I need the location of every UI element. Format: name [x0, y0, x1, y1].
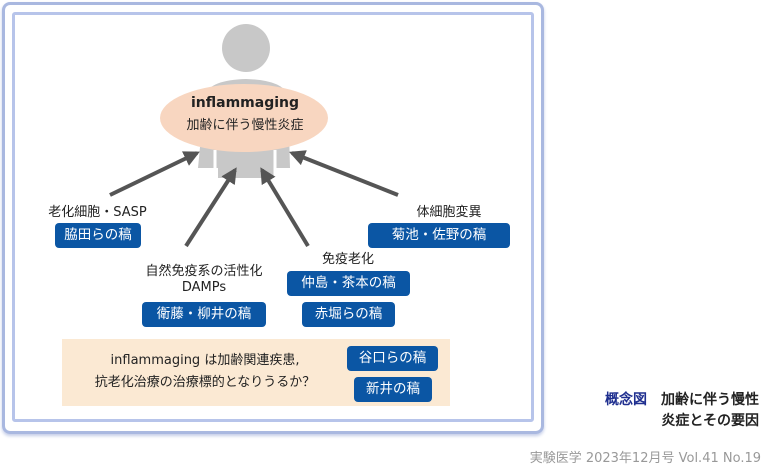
- note-line: inflammaging は加齢関連疾患,: [110, 353, 300, 368]
- footer-citation: 実験医学 2023年12月号 Vol.41 No.19: [529, 451, 761, 466]
- note-text: inflammaging は加齢関連疾患, 抗老化治療の治療標的となりうるか？: [64, 350, 346, 394]
- ref-tag: 菊池・佐野の稿: [368, 223, 510, 248]
- ref-tag: 脇田らの稿: [55, 223, 141, 248]
- ref-tag: 赤堀らの稿: [302, 302, 395, 327]
- factor-label: 老化細胞・SASP: [48, 205, 147, 220]
- center-subtitle: 加齢に伴う慢性炎症: [186, 118, 304, 133]
- person-head: [222, 24, 270, 72]
- ref-tag: 衛藤・柳井の稿: [142, 302, 266, 327]
- note-line: 抗老化治療の治療標的となりうるか？: [94, 375, 316, 390]
- caption-prefix: 概念図: [605, 392, 647, 408]
- arrow-innate: [184, 167, 237, 248]
- center-title: inflammaging: [190, 95, 300, 111]
- center-ellipse: [160, 84, 328, 152]
- caption-text: 加齢に伴う慢性: [661, 392, 759, 408]
- center-label: inflammaging 加齢に伴う慢性炎症: [160, 95, 330, 133]
- factor-label: DAMPs: [181, 280, 227, 295]
- factor-label: 体細胞変異: [416, 205, 482, 220]
- ref-tag: 谷口らの稿: [347, 346, 438, 371]
- factor-label: 免疫老化: [321, 252, 374, 267]
- ref-tag: 新井の稿: [354, 377, 432, 402]
- arrow-immunosenescence: [260, 167, 310, 248]
- inner-frame: [12, 12, 534, 422]
- factor-label: 自然免疫系の活性化: [145, 264, 263, 279]
- arrow-somatic: [289, 150, 399, 197]
- caption-line2: 炎症とその要因: [661, 413, 759, 429]
- ref-tag: 仲島・茶本の稿: [287, 271, 410, 296]
- arrow-sasp: [109, 151, 200, 197]
- outer-frame: [2, 2, 544, 434]
- diagram-graphics: [109, 24, 399, 248]
- caption-line1: 概念図加齢に伴う慢性: [605, 389, 759, 409]
